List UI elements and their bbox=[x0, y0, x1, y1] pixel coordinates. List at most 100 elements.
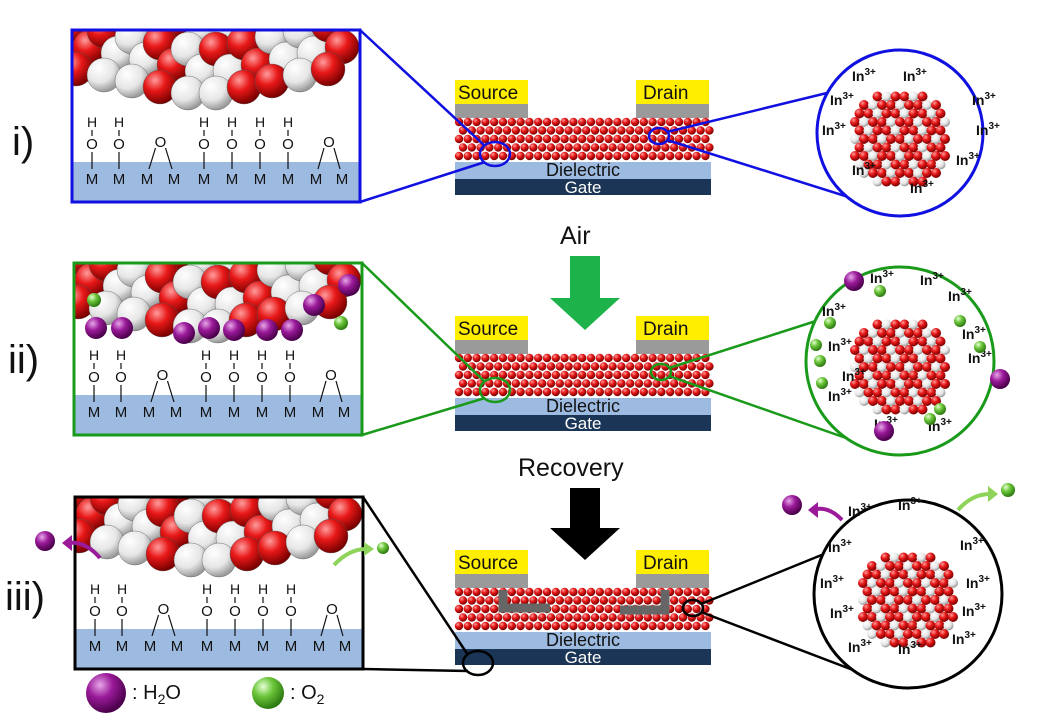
circle-connector bbox=[666, 138, 878, 208]
indium-atom bbox=[886, 168, 896, 178]
film-particle bbox=[534, 353, 543, 363]
hydrogen-site: H bbox=[199, 114, 209, 130]
indium-ion-label: In3+ bbox=[962, 602, 986, 619]
film-particle bbox=[622, 353, 631, 363]
indium-atom bbox=[868, 379, 878, 389]
oxygen-atom bbox=[886, 362, 896, 372]
oxygen-atom bbox=[886, 134, 896, 144]
film-particle bbox=[560, 353, 569, 363]
film-particle bbox=[494, 143, 503, 152]
closeup-border bbox=[812, 498, 1004, 690]
oxygen-site: O bbox=[198, 136, 210, 153]
film-particle bbox=[573, 126, 582, 135]
oxygen-atom bbox=[899, 319, 910, 330]
film-particle bbox=[586, 587, 596, 597]
water-molecule bbox=[256, 319, 278, 341]
film-particle bbox=[613, 353, 622, 363]
film-particle bbox=[525, 621, 534, 631]
film-particle bbox=[494, 613, 503, 622]
oxygen-atom bbox=[939, 561, 949, 571]
gate-layer bbox=[455, 415, 711, 431]
film-particle bbox=[555, 379, 564, 388]
metal-site: M bbox=[310, 171, 323, 188]
film-particle bbox=[573, 379, 582, 388]
bridging-oxygen: O bbox=[326, 601, 338, 618]
oxygen-atom bbox=[850, 151, 860, 161]
film-particle bbox=[586, 387, 596, 397]
film-particle bbox=[683, 134, 692, 144]
oxygen-site: O bbox=[254, 136, 266, 153]
oxygen-atom bbox=[890, 91, 901, 102]
oxygen-atom bbox=[903, 578, 913, 588]
oxygen-atom bbox=[895, 168, 905, 178]
oxygen-atom bbox=[916, 603, 927, 614]
film-particle bbox=[608, 596, 617, 605]
indium-atom bbox=[854, 159, 865, 170]
film-particle bbox=[472, 117, 481, 127]
oxygen-atom bbox=[872, 91, 883, 102]
adsorbed-molecules bbox=[85, 274, 360, 344]
indium-atom bbox=[926, 336, 937, 347]
nanocrystal bbox=[850, 91, 950, 187]
indium-atom bbox=[930, 612, 940, 622]
indium-atom bbox=[863, 370, 874, 381]
oxygen-atom bbox=[899, 91, 910, 102]
film-particle bbox=[485, 613, 494, 622]
film-particle bbox=[560, 117, 569, 127]
film-particle bbox=[481, 117, 490, 127]
film-particle bbox=[683, 151, 692, 161]
indium-ion-label: In3+ bbox=[948, 287, 972, 304]
film-particle bbox=[525, 134, 534, 144]
oxygen-atom bbox=[899, 159, 910, 170]
film-particle bbox=[467, 143, 476, 152]
oxygen-atom bbox=[904, 396, 914, 406]
bridging-oxygen: O bbox=[323, 134, 335, 151]
indium-atom bbox=[881, 319, 892, 330]
oxygen-molecule bbox=[816, 377, 828, 389]
arrow-head bbox=[62, 535, 72, 551]
bond-line bbox=[335, 380, 343, 403]
water-molecule bbox=[782, 495, 802, 515]
film-particle bbox=[595, 151, 604, 161]
indium-ion-label: In3+ bbox=[830, 604, 854, 621]
indium-atom bbox=[898, 586, 909, 597]
film-particle bbox=[525, 353, 534, 363]
film-particle bbox=[595, 117, 604, 127]
film-particle bbox=[578, 370, 587, 380]
film-particle bbox=[578, 587, 587, 597]
oxygen-atom bbox=[862, 569, 873, 580]
film-particle bbox=[652, 379, 661, 388]
oxygen-molecule bbox=[334, 316, 348, 330]
oxygen-atom bbox=[908, 336, 919, 347]
film-particle bbox=[542, 353, 552, 363]
dielectric-layer bbox=[455, 398, 711, 415]
metal-atom bbox=[300, 459, 334, 493]
film-particle bbox=[481, 621, 490, 631]
film-particle bbox=[630, 370, 640, 380]
dielectric-label: Dielectric bbox=[546, 630, 620, 650]
metal-atom bbox=[101, 0, 135, 26]
film-particle bbox=[564, 143, 573, 152]
arrow-head bbox=[364, 542, 374, 556]
oxygen-atom bbox=[930, 629, 940, 639]
film-particle bbox=[670, 596, 679, 605]
oxygen-site: O bbox=[226, 136, 238, 153]
film-particle bbox=[485, 126, 494, 135]
oxygen-site: O bbox=[257, 603, 269, 620]
oxygen-atom bbox=[922, 362, 932, 372]
oxygen-atom bbox=[890, 108, 901, 119]
film-particle bbox=[595, 387, 604, 397]
oxygen-atom bbox=[917, 176, 928, 187]
closeup-desorbing bbox=[782, 483, 1015, 522]
oxygen-atom bbox=[913, 328, 923, 338]
film-particle bbox=[608, 613, 617, 622]
oxygen-atom bbox=[868, 134, 878, 144]
indium-atom bbox=[894, 629, 904, 639]
oxygen-atom bbox=[890, 159, 901, 170]
film-particle bbox=[529, 613, 538, 622]
oxygen-atom bbox=[73, 0, 107, 20]
film-particle bbox=[613, 134, 622, 144]
film-particle bbox=[507, 353, 516, 363]
